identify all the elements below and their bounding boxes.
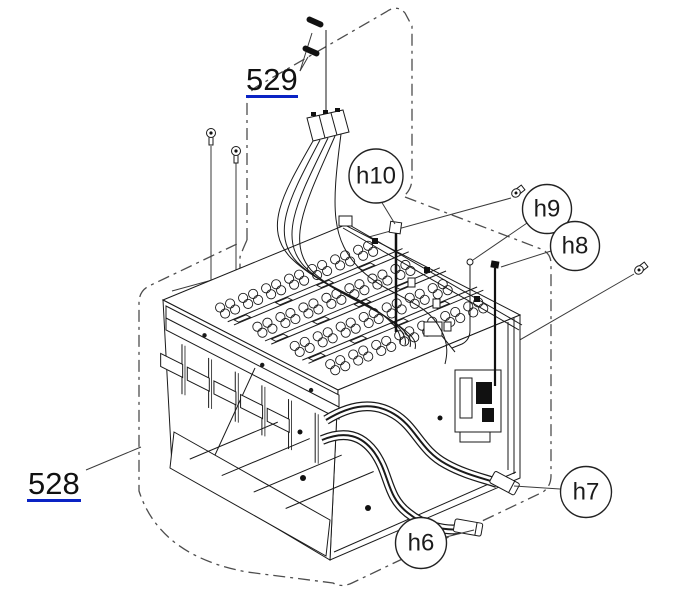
screw-s4 [634, 261, 649, 275]
callout-label-h9: h9 [534, 196, 561, 223]
callout-label-h10: h10 [356, 163, 396, 190]
callout-h8: h8 [500, 220, 601, 272]
cable-clips [407, 277, 452, 332]
ribbon-cable-h7 [323, 401, 520, 496]
svg-text:529: 529 [246, 62, 298, 97]
wire-h10 [388, 220, 403, 332]
sensor-board-module [423, 321, 502, 443]
wire-h9 [451, 258, 474, 349]
wire-h8 [490, 260, 500, 386]
black-screw-icon [302, 45, 320, 57]
boundary-dashed-outline [138, 7, 552, 587]
front-face-slats-and-tabs [160, 333, 374, 509]
callout-h6: h6 [394, 516, 475, 570]
black-screw-icon [306, 16, 324, 28]
cable-connector-h7 [489, 471, 520, 496]
assembly-lower-tray [169, 431, 331, 557]
assembly-drawing [160, 215, 523, 561]
screw-s3 [511, 184, 526, 198]
assembly-front-face [162, 299, 339, 561]
callout-label-h7: h7 [573, 479, 600, 506]
svg-text:528: 528 [28, 466, 80, 501]
callout-h7: h7 [513, 465, 613, 519]
callout-h9: h9 [472, 183, 573, 261]
screw-s2 [231, 146, 241, 164]
tube-harness-529 [276, 16, 448, 365]
callout-h10: h10 [348, 148, 404, 225]
screw-s1 [206, 128, 216, 146]
part-label-529: 529 [246, 62, 298, 98]
part-label-528: 528 [27, 466, 81, 502]
part-label-528-underline [27, 499, 81, 502]
callout-label-h6: h6 [408, 530, 435, 557]
tube-connector-block [306, 109, 350, 142]
part-label-529-underline [246, 95, 298, 98]
callout-label-h8: h8 [562, 233, 589, 260]
